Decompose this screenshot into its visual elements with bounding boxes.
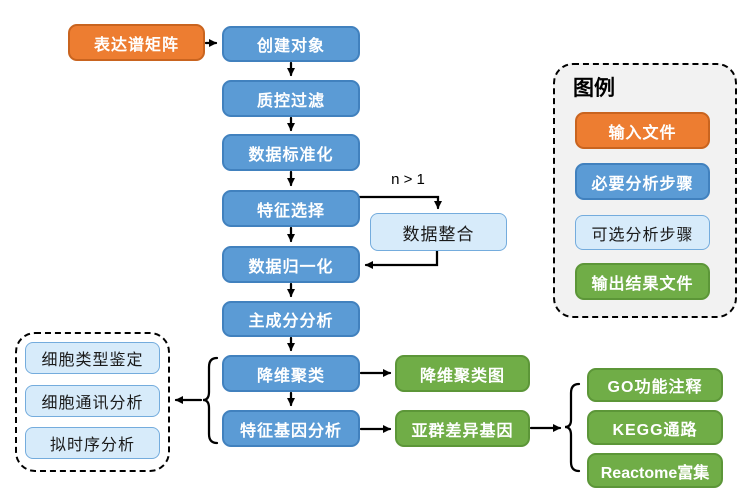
- node-data-integration: 数据整合: [370, 213, 507, 251]
- left-curly-brace: [202, 356, 219, 445]
- arrow-integration-to-normalize: [364, 249, 439, 269]
- node-cell-communication: 细胞通讯分析: [25, 385, 160, 417]
- legend-item-required-step: 必要分析步骤: [575, 163, 710, 200]
- node-reactome-enrichment: Reactome富集: [587, 453, 723, 488]
- branch-condition-label: n > 1: [391, 171, 425, 188]
- right-curly-brace: [564, 382, 581, 473]
- node-subgroup-diff-genes: 亚群差异基因: [395, 410, 530, 447]
- node-create-object: 创建对象: [222, 26, 360, 62]
- node-cell-type-identification: 细胞类型鉴定: [25, 342, 160, 374]
- arrow-branch-to-integration: [358, 195, 442, 210]
- node-data-standardize: 数据标准化: [222, 134, 360, 171]
- legend-item-optional-step: 可选分析步骤: [575, 215, 710, 250]
- node-marker-gene-analysis: 特征基因分析: [222, 410, 360, 447]
- node-cluster-plot: 降维聚类图: [395, 355, 530, 392]
- legend-title: 图例: [573, 77, 615, 100]
- node-dimred-cluster: 降维聚类: [222, 355, 360, 392]
- node-qc-filter: 质控过滤: [222, 80, 360, 117]
- node-kegg-pathway: KEGG通路: [587, 410, 723, 445]
- legend-item-input-file: 输入文件: [575, 112, 710, 149]
- node-expression-matrix: 表达谱矩阵: [68, 24, 205, 61]
- node-feature-selection: 特征选择: [222, 190, 360, 227]
- legend-item-output-file: 输出结果文件: [575, 263, 710, 300]
- node-pca: 主成分分析: [222, 301, 360, 337]
- node-data-normalize: 数据归一化: [222, 246, 360, 283]
- node-pseudotime-analysis: 拟时序分析: [25, 427, 160, 459]
- node-go-annotation: GO功能注释: [587, 368, 723, 402]
